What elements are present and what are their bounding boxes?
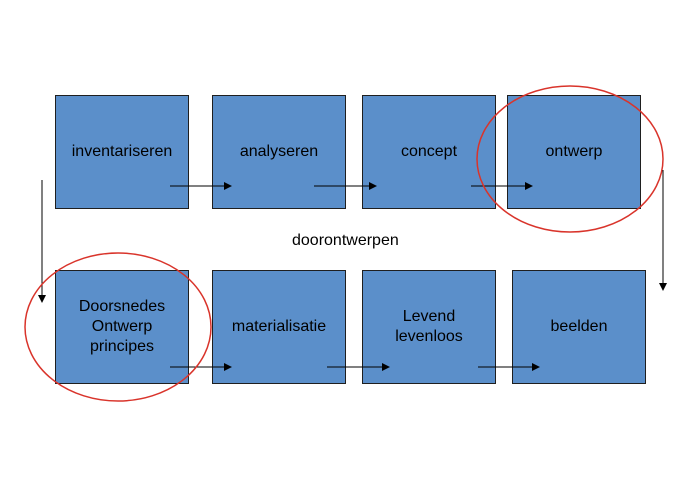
step-box-levend: Levend levenloos: [362, 270, 496, 384]
step-label: inventariseren: [71, 143, 173, 160]
step-box-analyseren: analyseren: [212, 95, 346, 209]
step-label: Levend levenloos: [395, 308, 463, 345]
step-box-ontwerp: ontwerp: [507, 95, 641, 209]
step-label: analyseren: [239, 143, 319, 160]
step-box-concept: concept: [362, 95, 496, 209]
middle-label: doorontwerpen: [292, 232, 399, 249]
step-label: Doorsnedes Ontwerp principes: [78, 298, 166, 355]
step-label: materialisatie: [231, 318, 327, 335]
step-label: concept: [400, 143, 458, 160]
step-box-inventariseren: inventariseren: [55, 95, 189, 209]
step-box-doorsnedes: Doorsnedes Ontwerp principes: [55, 270, 189, 384]
step-label: ontwerp: [545, 143, 603, 160]
step-box-materialisatie: materialisatie: [212, 270, 346, 384]
step-label: beelden: [550, 318, 608, 335]
step-box-beelden: beelden: [512, 270, 646, 384]
